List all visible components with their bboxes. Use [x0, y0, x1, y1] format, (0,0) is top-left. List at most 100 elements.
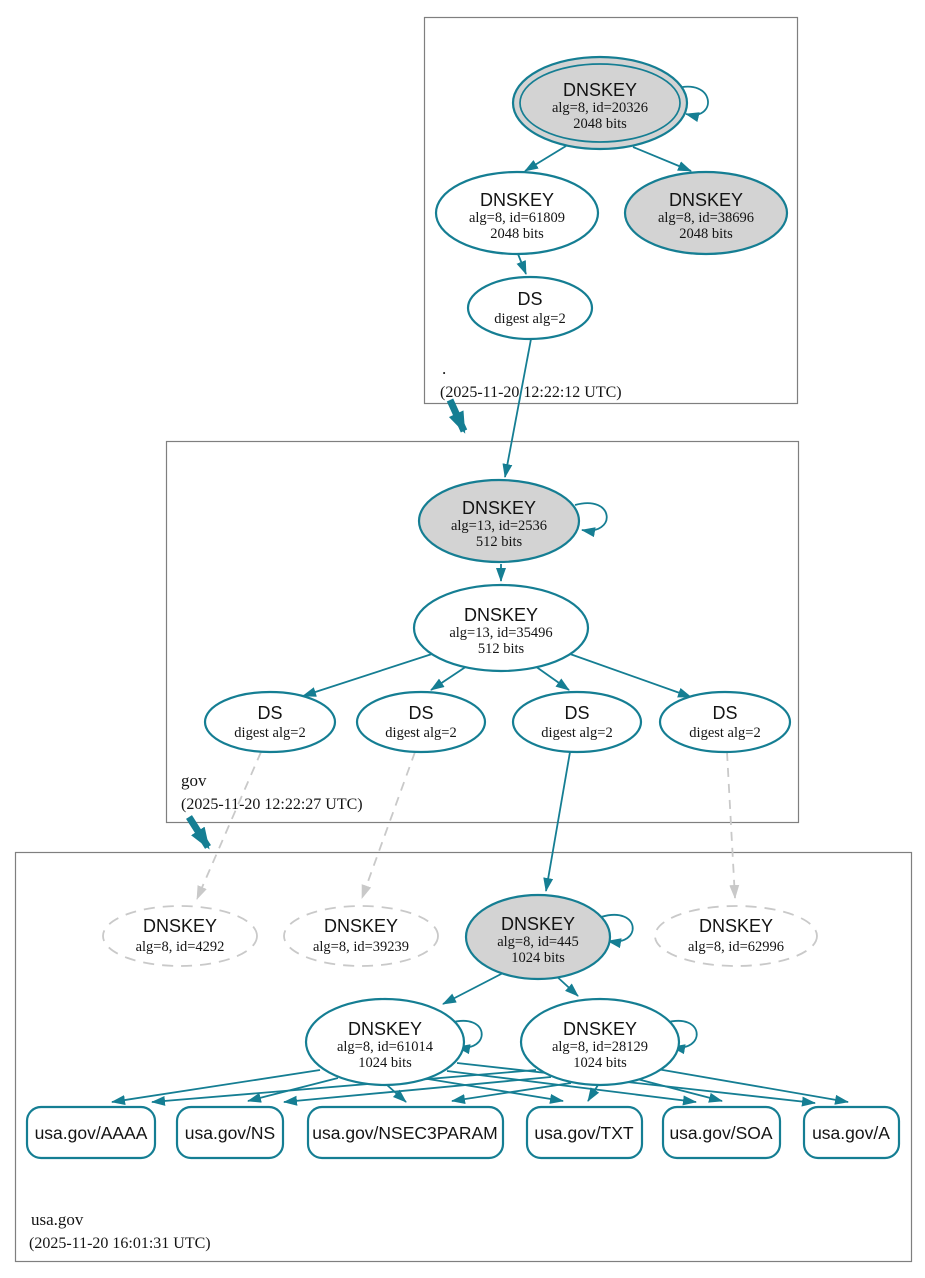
gov-ds3-detail: digest alg=2 [541, 725, 612, 741]
edge-zsk28129-to-soa [636, 1078, 723, 1103]
edge-zsk61014-to-aaaa [111, 1069, 321, 1105]
usa-key62996-title: DNSKEY [699, 916, 773, 936]
node-usa-dnskey-39239-missing[interactable]: DNSKEY alg=8, id=39239 [283, 905, 439, 967]
gov-zsk-alg: alg=13, id=35496 [449, 625, 552, 641]
root-key38696-alg: alg=8, id=38696 [658, 210, 754, 226]
node-root-ksk-dnskey-20326[interactable]: DNSKEY alg=8, id=20326 2048 bits [511, 55, 689, 151]
edge-zsk28129-to-nsec3param [451, 1082, 572, 1104]
edge-root-ksk-to-zsk [524, 145, 567, 172]
gov-ksk-title: DNSKEY [462, 498, 536, 518]
root-key38696-title: DNSKEY [669, 190, 743, 210]
rrset-a-label: usa.gov/A [812, 1123, 890, 1143]
gov-ds2-title: DS [408, 703, 433, 723]
edge-zsk61014-to-txt [427, 1078, 564, 1104]
rrset-usa-gov-txt[interactable]: usa.gov/TXT [525, 1105, 644, 1160]
usa-zsk28129-title: DNSKEY [563, 1019, 637, 1039]
edge-delegation-root-to-gov [446, 398, 468, 434]
zone-box-root [423, 16, 799, 405]
zone-box-gov [165, 440, 800, 824]
edge-gov-zsk-to-ds2 [430, 665, 468, 691]
rrset-txt-label: usa.gov/TXT [534, 1123, 634, 1143]
gov-zsk-title: DNSKEY [464, 605, 538, 625]
usa-key39239-alg: alg=8, id=39239 [313, 939, 409, 955]
node-gov-ds1[interactable]: DS digest alg=2 [203, 690, 337, 754]
node-root-dnskey-38696[interactable]: DNSKEY alg=8, id=38696 2048 bits [623, 170, 789, 256]
zone-timestamp-usa-gov: (2025-11-20 16:01:31 UTC) [29, 1235, 211, 1252]
root-ksk-bits: 2048 bits [573, 116, 627, 132]
edge-usa-zsk61014-self-loop [449, 1020, 483, 1055]
usa-zsk61014-title: DNSKEY [348, 1019, 422, 1039]
gov-ds4-detail: digest alg=2 [689, 725, 760, 741]
edge-root-ds-to-gov-ksk [502, 338, 532, 478]
node-usa-ksk-dnskey-445[interactable]: DNSKEY alg=8, id=445 1024 bits [464, 893, 612, 981]
edge-gov-zsk-to-ds3 [534, 665, 570, 691]
usa-zsk28129-bits: 1024 bits [573, 1055, 627, 1071]
usa-ksk445-alg: alg=8, id=445 [497, 934, 579, 950]
rrset-usa-gov-ns[interactable]: usa.gov/NS [175, 1105, 285, 1160]
root-zsk-alg: alg=8, id=61809 [469, 210, 565, 226]
node-usa-zsk-dnskey-28129[interactable]: DNSKEY alg=8, id=28129 1024 bits [519, 997, 681, 1087]
gov-ds2-detail: digest alg=2 [385, 725, 456, 741]
root-zsk-title: DNSKEY [480, 190, 554, 210]
root-ksk-alg: alg=8, id=20326 [552, 100, 648, 116]
zone-label-usa-gov: usa.gov [31, 1210, 84, 1229]
usa-zsk61014-bits: 1024 bits [358, 1055, 412, 1071]
zone-box-usa-gov [14, 851, 913, 1263]
node-gov-ds2[interactable]: DS digest alg=2 [355, 690, 487, 754]
gov-ds1-title: DS [257, 703, 282, 723]
zone-label-gov: gov [181, 771, 207, 790]
node-usa-zsk-dnskey-61014[interactable]: DNSKEY alg=8, id=61014 1024 bits [304, 997, 466, 1087]
root-ds-title: DS [517, 289, 542, 309]
edge-delegation-gov-to-usa [186, 815, 211, 850]
node-gov-ds4[interactable]: DS digest alg=2 [658, 690, 792, 754]
node-root-ds[interactable]: DS digest alg=2 [466, 275, 594, 341]
edge-usa-ksk-to-zsk61014 [442, 971, 506, 1005]
rrset-usa-gov-nsec3param[interactable]: usa.gov/NSEC3PARAM [306, 1105, 505, 1160]
root-key38696-bits: 2048 bits [679, 226, 733, 242]
usa-key4292-title: DNSKEY [143, 916, 217, 936]
rrset-usa-gov-aaaa[interactable]: usa.gov/AAAA [25, 1105, 157, 1160]
usa-key4292-alg: alg=8, id=4292 [136, 939, 225, 955]
rrset-usa-gov-soa[interactable]: usa.gov/SOA [661, 1105, 782, 1160]
gov-zsk-bits: 512 bits [478, 641, 525, 657]
edge-zsk28129-to-txt [587, 1084, 600, 1102]
edge-gov-ds2-to-key39239 [361, 751, 416, 899]
edge-zsk61014-to-soa [446, 1070, 697, 1106]
gov-ds1-detail: digest alg=2 [234, 725, 305, 741]
node-usa-dnskey-62996-missing[interactable]: DNSKEY alg=8, id=62996 [654, 905, 818, 967]
edge-gov-ds1-to-key4292 [196, 751, 262, 900]
zone-label-root: . [442, 359, 446, 378]
edge-root-ksk-to-key38696 [632, 146, 692, 172]
node-usa-dnskey-4292-missing[interactable]: DNSKEY alg=8, id=4292 [102, 905, 258, 967]
gov-ds3-title: DS [564, 703, 589, 723]
edge-root-ksk-self-loop [673, 85, 709, 122]
usa-zsk28129-alg: alg=8, id=28129 [552, 1039, 648, 1055]
edge-root-zsk-to-ds [516, 253, 527, 275]
rrset-usa-gov-a[interactable]: usa.gov/A [802, 1105, 901, 1160]
usa-key39239-title: DNSKEY [324, 916, 398, 936]
node-gov-zsk-dnskey-35496[interactable]: DNSKEY alg=13, id=35496 512 bits [412, 583, 590, 673]
node-gov-ds3[interactable]: DS digest alg=2 [511, 690, 643, 754]
rrset-aaaa-label: usa.gov/AAAA [35, 1123, 148, 1143]
node-gov-ksk-dnskey-2536[interactable]: DNSKEY alg=13, id=2536 512 bits [417, 478, 581, 564]
root-ksk-title: DNSKEY [563, 80, 637, 100]
edge-gov-zsk-to-ds1 [302, 653, 433, 697]
edge-zsk28129-to-a [656, 1068, 849, 1105]
edge-usa-zsk28129-self-loop [664, 1020, 698, 1055]
gov-ksk-bits: 512 bits [476, 534, 523, 550]
node-root-zsk-dnskey-61809[interactable]: DNSKEY alg=8, id=61809 2048 bits [434, 170, 600, 256]
edge-gov-ds4-to-key62996 [726, 751, 740, 899]
rrset-nsec3param-label: usa.gov/NSEC3PARAM [312, 1123, 497, 1143]
usa-ksk445-title: DNSKEY [501, 914, 575, 934]
zone-timestamp-gov: (2025-11-20 12:22:27 UTC) [181, 796, 363, 813]
rrset-soa-label: usa.gov/SOA [669, 1123, 772, 1143]
edge-zsk28129-to-aaaa [151, 1069, 537, 1106]
edge-zsk61014-to-nsec3param [386, 1084, 407, 1103]
usa-zsk61014-alg: alg=8, id=61014 [337, 1039, 434, 1055]
gov-ksk-alg: alg=13, id=2536 [451, 518, 547, 534]
rrset-ns-label: usa.gov/NS [185, 1123, 275, 1143]
usa-ksk445-bits: 1024 bits [511, 950, 565, 966]
usa-key62996-alg: alg=8, id=62996 [688, 939, 784, 955]
edge-zsk28129-to-ns [283, 1076, 552, 1106]
